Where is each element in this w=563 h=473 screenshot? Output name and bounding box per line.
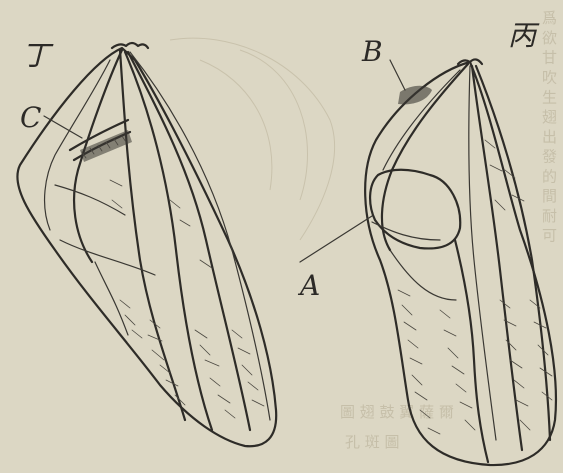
label-b: B (362, 38, 383, 66)
left-wing (17, 43, 276, 446)
leader-b (390, 60, 405, 90)
ghost-drawing (170, 38, 335, 240)
right-wing (365, 59, 556, 465)
label-a: A (300, 272, 320, 300)
label-c: C (20, 104, 41, 132)
label-wing-right: 丙 (508, 22, 536, 50)
label-wing-left: 丁 (22, 42, 50, 70)
